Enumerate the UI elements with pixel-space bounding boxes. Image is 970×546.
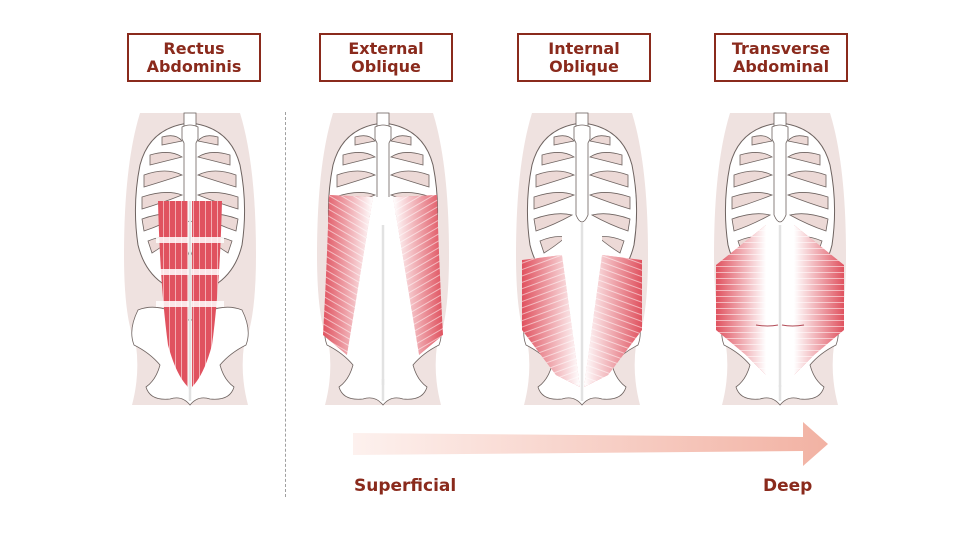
deep-label: Deep [763,476,813,496]
rectus-abdominis-illustration [122,111,258,407]
label-line-1: Rectus [163,38,225,58]
label-line-2: Oblique [549,56,619,76]
transverse-abdominal-illustration [712,111,848,407]
depth-arrow-icon [353,422,828,466]
label-line-1: Transverse [731,38,831,58]
external-oblique-illustration [315,111,451,407]
label-line-2: Abdominis [146,56,242,76]
label-line-2: Abdominal [732,56,830,76]
label-line-1: External [348,38,424,58]
label-line-2: Oblique [351,56,421,76]
internal-oblique-illustration [514,111,650,407]
section-divider [285,112,286,497]
superficial-label: Superficial [354,476,457,496]
label-line-1: Internal [548,38,620,58]
